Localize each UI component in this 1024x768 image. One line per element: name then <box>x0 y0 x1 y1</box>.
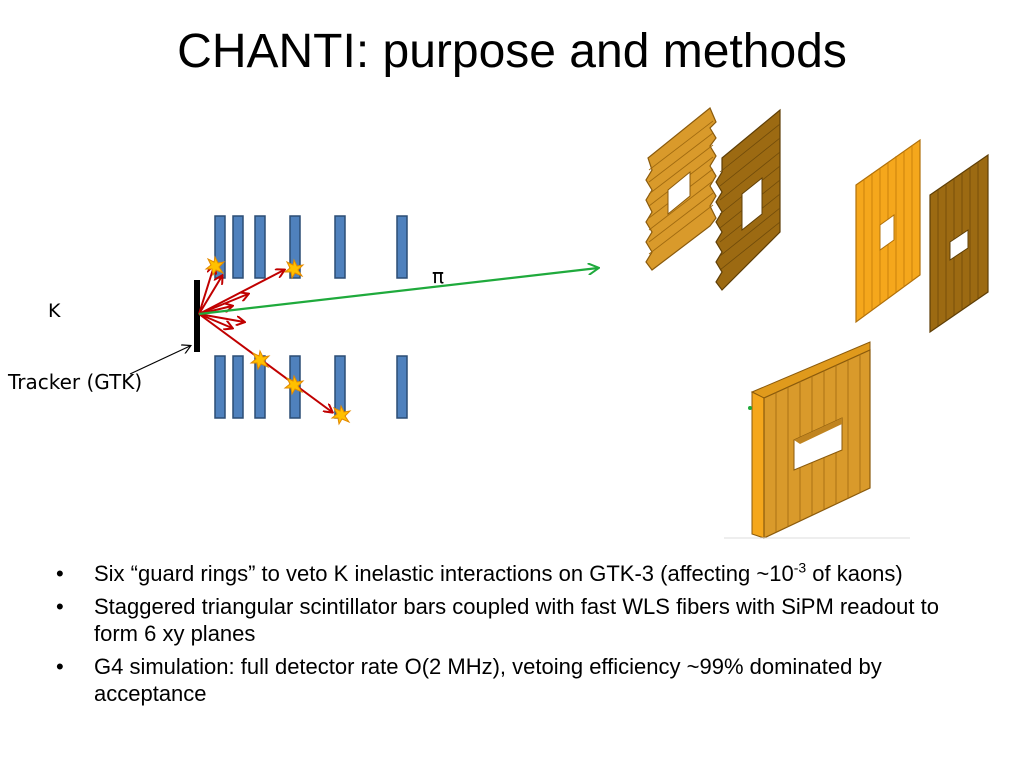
guard-ring <box>232 355 244 419</box>
bullet-marker: • <box>56 654 64 679</box>
interaction-flashes <box>204 255 352 426</box>
approx-symbol: ~ <box>686 654 700 679</box>
guard-ring <box>396 215 408 279</box>
guard-ring <box>232 215 244 279</box>
pion-track <box>198 268 598 316</box>
guard-rings-lower <box>214 355 408 419</box>
flash-icon <box>283 258 305 280</box>
guard-ring <box>214 355 226 419</box>
tracker-pointer-arrow <box>129 346 190 375</box>
plane-pair-horizontal <box>645 107 781 291</box>
flash-icon <box>283 374 305 396</box>
flash-icon <box>204 255 226 277</box>
assembled-module-render <box>724 341 910 539</box>
guard-ring <box>254 215 266 279</box>
guard-ring <box>334 215 346 279</box>
exponent: -3 <box>793 559 807 576</box>
guard-ring <box>396 355 408 419</box>
bullet-marker: • <box>56 594 64 619</box>
tracker-label: Tracker (GTK) <box>8 370 143 394</box>
plane-pair-vertical <box>855 138 989 334</box>
slide-title: CHANTI: purpose and methods <box>177 25 847 78</box>
guard-ring <box>289 215 301 279</box>
guard-rings-upper <box>214 215 408 279</box>
bullet-item: • G4 simulation: full detector rate O(2 … <box>56 654 882 706</box>
bullet-item: • Staggered triangular scintillator bars… <box>56 594 939 646</box>
kaon-label: K <box>48 300 61 322</box>
bullet-list: • Six “guard rings” to veto K inelastic … <box>48 560 968 713</box>
flash-icon <box>330 404 352 426</box>
approx-symbol: ~ <box>756 561 770 586</box>
chanti-diagram <box>129 107 989 539</box>
bullet-marker: • <box>56 561 64 586</box>
flash-icon <box>249 349 271 371</box>
bullet-item: • Six “guard rings” to veto K inelastic … <box>56 559 903 586</box>
pion-label: π <box>432 264 445 288</box>
gtk-tracker-plane <box>194 280 200 352</box>
